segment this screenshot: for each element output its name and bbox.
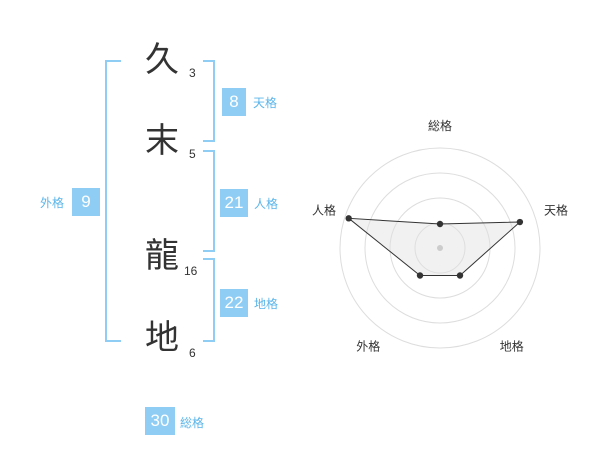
- radar-point-5: [345, 215, 352, 222]
- jinkaku-value: 21: [220, 189, 248, 217]
- radar-point-3: [456, 272, 464, 279]
- chikaku-value: 22: [220, 289, 248, 317]
- stroke-count-3: 16: [184, 264, 198, 278]
- radar-axis-label-4: 外格: [356, 339, 380, 354]
- gaikaku-label: 外格: [40, 196, 65, 210]
- radar-point-2: [516, 218, 524, 226]
- radar-axis-label-2: 天格: [544, 202, 568, 217]
- name-char-3: 龍: [145, 236, 179, 276]
- soukaku-value: 30: [145, 407, 175, 435]
- chikaku-label: 地格: [254, 297, 279, 311]
- radar-ring-2: [389, 197, 491, 299]
- radar-ring-3: [364, 172, 516, 324]
- gaikaku-value: 9: [72, 188, 100, 216]
- radar-series-area: [347, 217, 522, 276]
- radar-rings: [339, 147, 541, 349]
- radar-axis-label-5: 人格: [312, 202, 336, 217]
- radar-axis-label-1: 総格: [428, 118, 452, 133]
- chikaku-bracket: [203, 258, 215, 342]
- name-char-4: 地: [145, 318, 179, 358]
- radar-point-4: [416, 272, 424, 279]
- radar-points: [345, 215, 524, 279]
- jinkaku-bracket: [203, 150, 215, 252]
- name-char-2: 末: [145, 121, 179, 161]
- stroke-count-2: 5: [189, 147, 196, 161]
- gaikaku-bracket: [105, 60, 121, 342]
- radar-ring-4: [339, 147, 541, 349]
- tenkaku-bracket: [203, 60, 215, 142]
- stroke-count-1: 3: [189, 66, 196, 80]
- soukaku-label: 総格: [180, 416, 205, 430]
- tenkaku-value: 8: [222, 88, 246, 116]
- name-char-1: 久: [145, 40, 179, 80]
- jinkaku-label: 人格: [254, 197, 279, 211]
- radar-axis-label-3: 地格: [500, 339, 524, 354]
- radar-point-1: [436, 220, 444, 228]
- stroke-count-4: 6: [189, 346, 196, 360]
- tenkaku-label: 天格: [253, 96, 278, 110]
- radar-center-dot: [437, 245, 443, 251]
